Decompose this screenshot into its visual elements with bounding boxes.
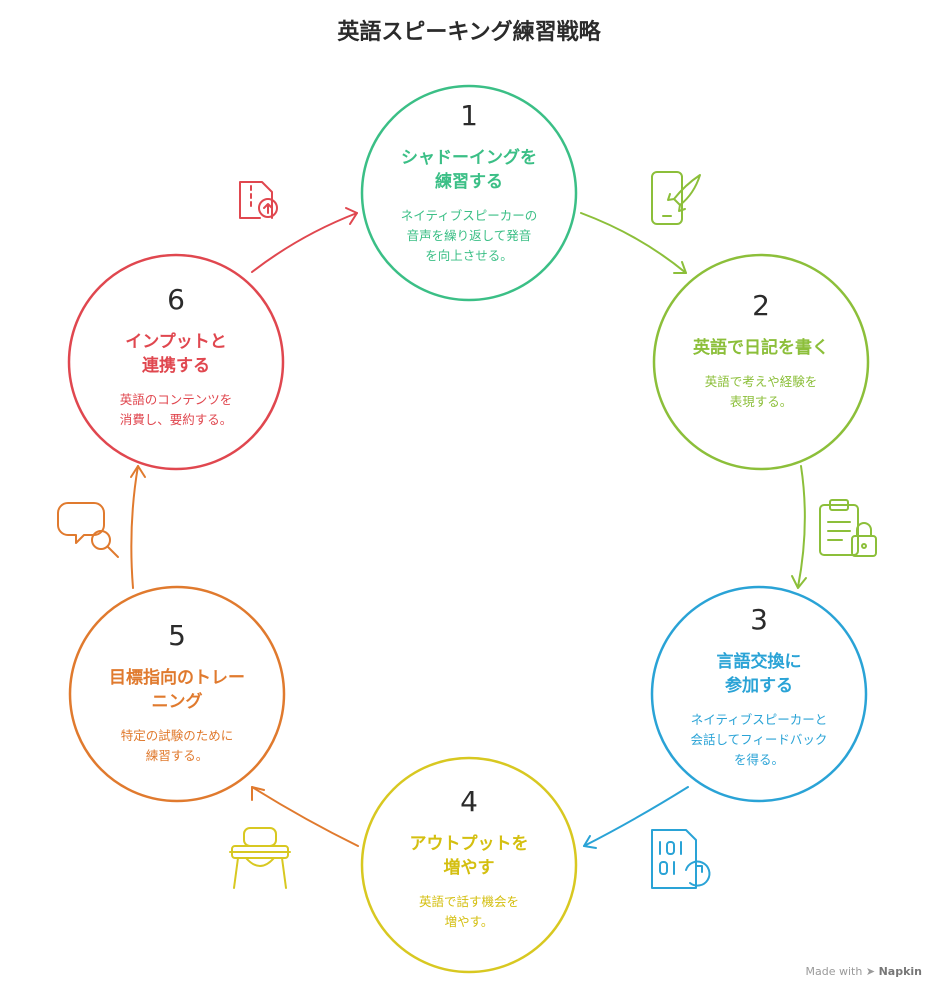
made-with-footer: Made with ➤ Napkin xyxy=(806,965,922,978)
step-2-heading: 英語で日記を書く xyxy=(693,338,829,358)
step-3-number: 3 xyxy=(750,603,768,636)
step-5-description: 特定の試験のために 練習する。 xyxy=(120,728,234,763)
step-2-number: 2 xyxy=(752,289,770,322)
step-5-text: 5 目標指向のトレー ニング 特定の試験のために 練習する。 xyxy=(77,620,277,766)
step-3-circle xyxy=(650,585,868,803)
step-1-heading: シャドーイングを 練習する xyxy=(401,148,537,192)
high-chair-icon xyxy=(229,827,291,889)
step-5-heading: 目標指向のトレー ニング xyxy=(109,668,245,712)
diagram-title: 英語スピーキング練習戦略 xyxy=(337,20,601,45)
arrow-6-to-1-head xyxy=(345,207,358,225)
step-5-number: 5 xyxy=(168,619,186,652)
step-1-number: 1 xyxy=(460,99,478,132)
step-3-description: ネイティブスピーカーと 会話してフィードバック を得る。 xyxy=(690,712,828,767)
arrow-5-to-6 xyxy=(130,465,139,589)
step-6-text: 6 インプットと 連携する 英語のコンテンツを 消費し、要約する。 xyxy=(76,284,276,430)
arrow-3-to-4-head xyxy=(583,835,597,849)
step-4-number: 4 xyxy=(460,785,478,818)
step-4-text: 4 アウトプットを 増やす 英語で話す機会を 増やす。 xyxy=(369,786,569,932)
step-5-circle xyxy=(68,585,286,803)
arrow-3-to-4 xyxy=(583,786,689,847)
step-4-heading: アウトプットを 増やす xyxy=(409,834,529,878)
step-6-number: 6 xyxy=(167,283,185,316)
step-1-description: ネイティブスピーカーの 音声を繰り返して発音 を向上させる。 xyxy=(400,208,538,263)
arrow-2-to-3-head xyxy=(791,575,807,589)
binary-file-refresh-icon xyxy=(651,829,711,889)
arrow-4-to-5 xyxy=(251,786,359,847)
made-with-label: Made with xyxy=(805,965,863,978)
arrow-1-to-2-head xyxy=(673,261,687,274)
step-2-text: 2 英語で日記を書く 英語で考えや経験を 表現する。 xyxy=(661,290,861,412)
arrow-4-to-5-head xyxy=(251,786,265,801)
step-6-description: 英語のコンテンツを 消費し、要約する。 xyxy=(119,392,233,427)
mobile-rocket-icon xyxy=(651,171,701,225)
step-4-description: 英語で話す機会を 増やす。 xyxy=(418,894,519,929)
step-1-circle xyxy=(360,84,578,302)
chat-search-icon xyxy=(57,502,119,558)
zip-file-upload-icon xyxy=(239,181,278,219)
napkin-logo-icon: ➤ xyxy=(865,965,876,978)
step-2-description: 英語で考えや経験を 表現する。 xyxy=(704,374,818,409)
step-3-text: 3 言語交換に 参加する ネイティブスピーカーと 会話してフィードバック を得る… xyxy=(659,604,859,770)
step-4-circle xyxy=(360,756,578,974)
step-6-heading: インプットと 連携する xyxy=(125,332,227,376)
napkin-brand: Napkin xyxy=(878,965,922,978)
step-3-heading: 言語交換に 参加する xyxy=(716,652,802,696)
arrow-5-to-6-head xyxy=(130,465,146,478)
step-2-circle xyxy=(652,253,870,471)
arrow-6-to-1 xyxy=(251,212,358,273)
arrow-1-to-2 xyxy=(580,212,687,274)
clipboard-lock-icon xyxy=(819,499,877,557)
arrow-2-to-3 xyxy=(797,465,806,588)
step-1-text: 1 シャドーイングを 練習する ネイティブスピーカーの 音声を繰り返して発音 を… xyxy=(369,100,569,266)
step-6-circle xyxy=(67,253,285,471)
